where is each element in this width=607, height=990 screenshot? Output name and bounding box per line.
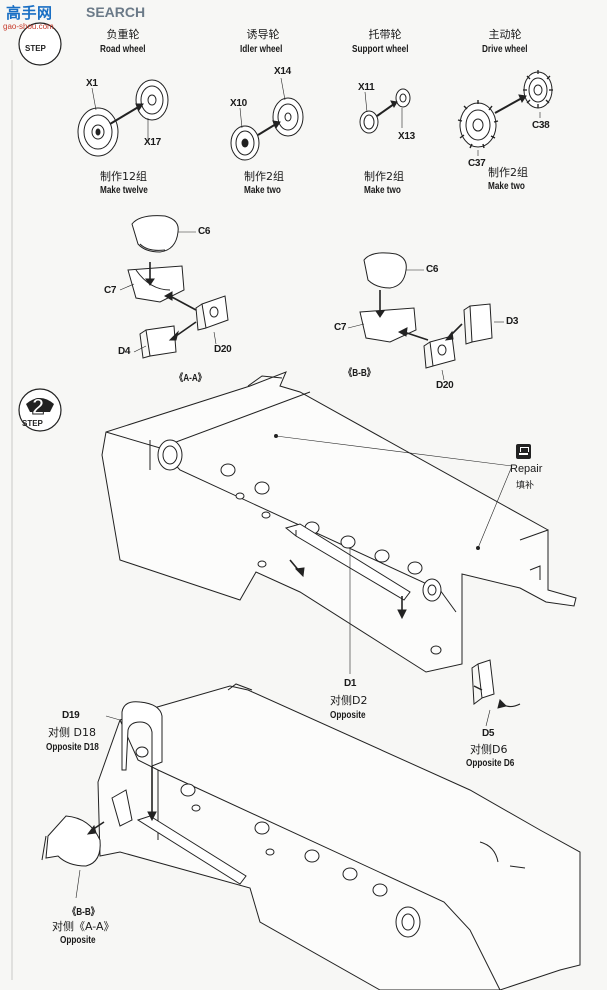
support-wheel-title-en: Support wheel [352, 44, 409, 55]
part-d1: D1 [344, 678, 357, 689]
hull-bb-caption: 《B-B》 [68, 907, 99, 918]
hull-bb-opposite-cn: 对侧《A-A》 [52, 920, 115, 933]
road-wheel-title-cn: 负重轮 [106, 28, 140, 41]
assy-b-d20: D20 [436, 380, 454, 391]
drive-wheel-make-cn: 制作2组 [488, 166, 528, 179]
assy-a-c6: C6 [198, 226, 211, 237]
drive-wheel-title-en: Drive wheel [482, 44, 528, 55]
hull-upper-drawing [101, 371, 577, 727]
idler-wheel-title-cn: 诱导轮 [246, 28, 280, 41]
idler-wheel-title-en: Idler wheel [240, 44, 283, 55]
road-wheel-make-en: Make twelve [100, 185, 148, 196]
assy-a-caption: 《A-A》 [175, 373, 206, 384]
watermark-url: gao-shou.com [3, 22, 54, 31]
repair-label-en: Repair [510, 463, 543, 475]
part-x17: X17 [144, 137, 161, 148]
part-d19: D19 [62, 710, 80, 721]
part-x1: X1 [86, 78, 98, 89]
part-c37: C37 [468, 158, 486, 169]
assy-a-d20: D20 [214, 344, 232, 355]
idler-wheel-drawing [230, 77, 304, 161]
support-wheel-make-en: Make two [364, 185, 401, 196]
step1-badge-label: STEP [25, 44, 46, 53]
part-x11: X11 [358, 82, 375, 93]
part-d5-opposite-cn: 对侧D6 [470, 743, 508, 756]
watermark-brand: 高手网 [6, 5, 53, 22]
drive-wheel-drawing [457, 70, 553, 156]
assy-a-d4: D4 [118, 346, 131, 357]
repair-label-cn: 填补 [516, 481, 535, 491]
assembly-a-drawing [119, 215, 229, 359]
step2-badge-number: 2 [31, 394, 45, 420]
part-x10: X10 [230, 98, 247, 109]
part-d1-opposite-cn: 对侧D2 [330, 694, 368, 707]
support-wheel-drawing [359, 88, 411, 134]
part-x14: X14 [274, 66, 291, 77]
part-d19-opposite-en: Opposite D18 [46, 742, 99, 753]
drive-wheel-title-cn: 主动轮 [488, 28, 522, 41]
part-d5: D5 [482, 728, 495, 739]
part-d1-opposite-en: Opposite [330, 710, 366, 721]
assy-b-caption: 《B-B》 [344, 368, 375, 379]
assembly-b-drawing [347, 252, 504, 381]
road-wheel-title-en: Road wheel [100, 44, 146, 55]
drive-wheel-make-en: Make two [488, 181, 525, 192]
road-wheel-make-cn: 制作12组 [100, 170, 147, 183]
support-wheel-title-cn: 托带轮 [368, 28, 402, 41]
repair-icon [516, 444, 531, 459]
idler-wheel-make-cn: 制作2组 [244, 170, 284, 183]
hull-bb-opposite-en: Opposite [60, 935, 96, 946]
part-d19-opposite-cn: 对侧 D18 [48, 726, 96, 739]
watermark-search: SEARCH [86, 4, 146, 20]
part-x13: X13 [398, 131, 415, 142]
part-d5-opposite-en: Opposite D6 [466, 758, 515, 769]
assy-b-d3: D3 [506, 316, 519, 327]
support-wheel-make-cn: 制作2组 [364, 170, 404, 183]
part-c38: C38 [532, 120, 550, 131]
assy-a-c7: C7 [104, 285, 117, 296]
assy-b-c7: C7 [334, 322, 347, 333]
step2-badge-label: STEP [22, 419, 43, 428]
road-wheel-drawing [77, 79, 169, 157]
hull-lower-drawing [41, 683, 581, 990]
assy-b-c6: C6 [426, 264, 439, 275]
idler-wheel-make-en: Make two [244, 185, 281, 196]
